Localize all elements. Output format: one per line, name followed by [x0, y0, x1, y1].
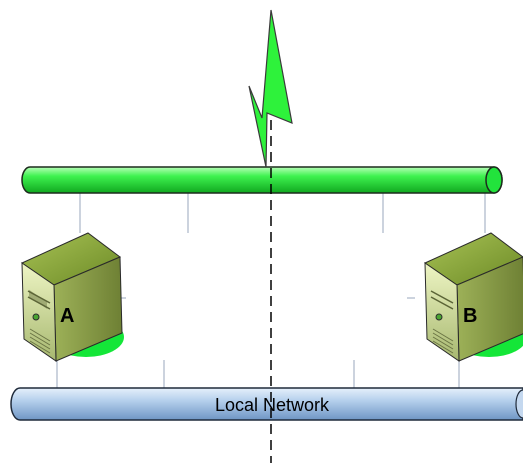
server-a-label: A — [60, 305, 74, 327]
server-node-b[interactable]: B — [423, 232, 523, 362]
server-node-a[interactable]: A — [20, 232, 124, 362]
bottom-bus[interactable]: Local Network — [10, 387, 523, 421]
bottom-bus-label: Local Network — [215, 395, 330, 415]
server-b-label: B — [463, 305, 477, 327]
bottom-bus-drop-lines — [56, 360, 460, 388]
top-bus-drop-lines — [79, 192, 486, 233]
lightning-icon — [248, 9, 293, 168]
server-icon — [20, 232, 124, 362]
server-icon — [423, 232, 523, 362]
top-bus — [21, 166, 503, 194]
